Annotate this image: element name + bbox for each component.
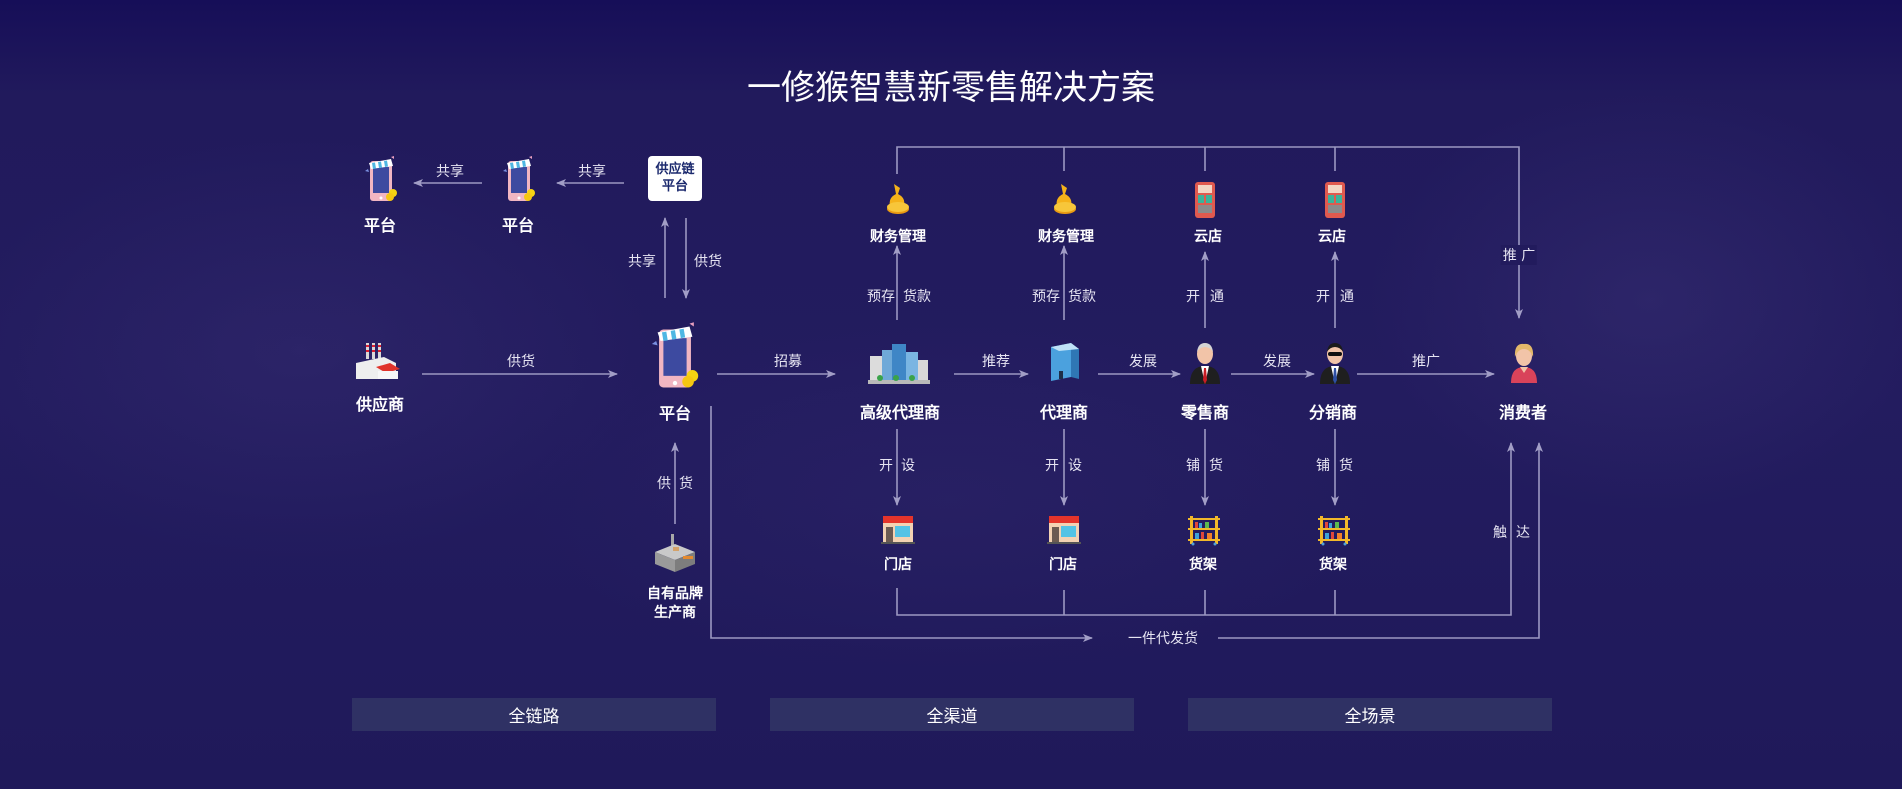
edge-setup-1b: 设 [901,458,915,474]
money-bag-icon [887,184,909,214]
edge-develop-1: 发展 [1129,354,1157,370]
edge-payment-2: 货款 [1068,289,1096,305]
edge-prestore-1: 预存 [867,289,895,305]
edge-payment-1: 货款 [903,289,931,305]
shelf-icon [1318,516,1350,546]
node-retailer: 零售商 [1180,403,1230,422]
storefront-icon [1047,516,1081,544]
phone-store-icon [365,156,397,201]
node-supplier: 供应商 [355,395,405,414]
office-buildings-icon [868,344,930,384]
edge-setup-1: 开 [879,458,893,474]
edge-supplier-to-platform: 供货 [507,354,535,370]
page-title: 一修猴智慧新零售解决方案 [747,68,1155,108]
edge-recommend: 推荐 [982,354,1010,370]
woman-user-icon [1511,343,1537,383]
edge-share-2: 共享 [578,164,606,180]
edge-supply-down: 供货 [694,254,722,270]
edge-promote-row: 推广 [1412,354,1440,370]
supply-chain-box-line2: 平台 [661,179,688,194]
node-cloud-store-1: 云店 [1194,229,1222,245]
node-platform-mid: 平台 [501,216,535,235]
phone-store-icon [503,156,535,201]
node-finance-1: 财务管理 [870,229,926,245]
bar-full-channel: 全渠道 [770,698,1134,731]
edge-maker-supply-b: 货 [679,476,693,492]
node-platform-far: 平台 [363,216,397,235]
supply-chain-platform-box: 供应链 平台 [648,156,702,201]
edge-dropship: 一件代发货 [1128,631,1198,647]
supply-chain-box-line1: 供应链 [655,162,695,177]
node-own-brand-maker-line2: 生产商 [654,605,696,621]
node-store-2: 门店 [1049,557,1077,573]
node-shelf-1: 货架 [1189,557,1217,573]
industrial-plant-icon [655,534,695,572]
edge-maker-supply-a: 供 [657,476,671,492]
edge-prestore-2: 预存 [1032,289,1060,305]
edge-stock-2: 铺 [1316,458,1330,474]
edge-open-1: 开 [1186,289,1200,305]
node-store-1: 门店 [884,557,912,573]
glass-building-icon [1051,343,1079,381]
edge-reach-b: 达 [1516,525,1530,541]
node-shelf-2: 货架 [1319,557,1347,573]
edge-stock-1b: 货 [1209,458,1223,474]
edge-recruit: 招募 [774,354,802,370]
edge-share-up: 共享 [628,254,656,270]
edge-setup-2: 开 [1045,458,1059,474]
edge-setup-2b: 设 [1068,458,1082,474]
bar-full-scene: 全场景 [1188,698,1552,731]
edge-reach-a: 触 [1493,525,1507,541]
phone-store-icon [651,322,699,388]
businessman-icon [1190,343,1220,384]
edge-stock-1: 铺 [1186,458,1200,474]
factory-icon [356,343,400,379]
node-senior-agent: 高级代理商 [859,403,941,422]
node-agent: 代理商 [1039,403,1089,422]
mobile-shop-icon [1325,182,1345,218]
edge-open-2: 开 [1316,289,1330,305]
edge-promote-top: 推 广 [1500,245,1538,265]
edge-open-2b: 通 [1340,289,1354,305]
node-own-brand-maker-line1: 自有品牌 [647,586,703,602]
edge-share-1: 共享 [436,164,464,180]
mobile-shop-icon [1195,182,1215,218]
storefront-icon [881,516,915,544]
edge-open-1b: 通 [1210,289,1224,305]
shelf-icon [1188,516,1220,546]
node-consumer: 消费者 [1498,403,1548,422]
edge-develop-2: 发展 [1263,354,1291,370]
money-bag-icon [1054,184,1076,214]
node-distributor: 分销商 [1308,403,1358,422]
node-platform-main: 平台 [658,404,692,423]
bar-full-chain: 全链路 [352,698,716,731]
businessman-sunglasses-icon [1320,343,1350,384]
edge-stock-2b: 货 [1339,458,1353,474]
node-finance-2: 财务管理 [1038,229,1094,245]
node-cloud-store-2: 云店 [1318,229,1346,245]
